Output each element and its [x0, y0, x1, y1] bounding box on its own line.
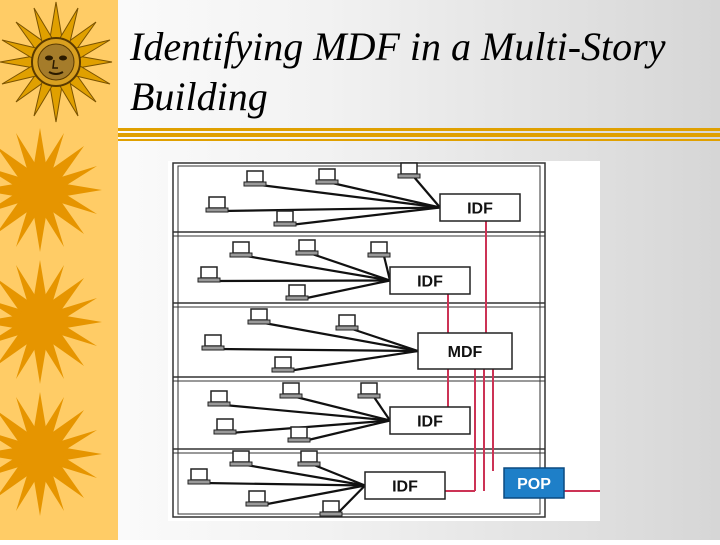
cable-line	[203, 481, 366, 487]
cable-line	[261, 484, 366, 507]
computer-icon	[279, 393, 303, 399]
pop-box	[503, 467, 565, 499]
cable-line	[287, 349, 419, 373]
computer-icon	[246, 170, 264, 183]
computer-icon	[274, 356, 292, 369]
cable-line	[259, 183, 441, 209]
pop-label: POP	[517, 476, 551, 493]
computer-icon	[273, 221, 297, 227]
wiring-closet-box	[364, 471, 446, 500]
cable-line	[223, 403, 391, 422]
cable-line	[303, 419, 391, 443]
cable-line	[217, 347, 419, 353]
sun-icon	[0, 392, 102, 516]
cable-line	[413, 176, 441, 209]
computer-icon	[271, 367, 295, 373]
slide-title: Identifying MDF in a Multi-Story Buildin…	[130, 24, 666, 119]
sun-icon	[0, 260, 102, 384]
computer-icon	[357, 393, 381, 399]
wiring-closet-label: IDF	[467, 201, 493, 218]
computer-icon	[216, 418, 234, 431]
wiring-closet-label: IDF	[417, 414, 443, 431]
computer-icon	[285, 295, 309, 301]
computer-icon	[208, 196, 226, 209]
cable-line	[221, 206, 441, 213]
computer-icon	[335, 325, 359, 331]
cable-line	[331, 181, 441, 209]
computer-icon	[229, 461, 253, 467]
computer-icon	[200, 266, 218, 279]
cable-line	[382, 255, 392, 281]
computer-icon	[400, 162, 418, 175]
title-divider	[118, 128, 720, 141]
wiring-closet-label: IDF	[392, 479, 418, 496]
cable-line	[229, 419, 391, 435]
computer-icon	[298, 239, 316, 252]
building-network-diagram: IDF IDF MDF IDF IDF POP	[168, 161, 600, 521]
wiring-closet-box	[417, 332, 513, 370]
cable-line	[301, 279, 391, 301]
computer-icon	[232, 241, 250, 254]
cable-line	[335, 484, 366, 516]
computer-icon	[397, 173, 421, 179]
computer-icon	[360, 382, 378, 395]
cable-line	[313, 463, 366, 487]
computer-icon	[201, 345, 225, 351]
computer-icon	[315, 179, 339, 185]
computer-icon	[232, 450, 250, 463]
computer-icon	[248, 490, 266, 503]
cable-line	[213, 279, 391, 283]
computer-icon	[213, 429, 237, 435]
building-outline-inner	[177, 165, 541, 515]
wiring-closet-label: IDF	[417, 274, 443, 291]
computer-icon	[250, 308, 268, 321]
computer-icon	[282, 382, 300, 395]
cable-line	[373, 396, 391, 422]
computer-icon	[297, 461, 321, 467]
computer-icon	[197, 277, 221, 283]
computer-icon	[210, 390, 228, 403]
computer-icon	[229, 252, 253, 258]
computer-icon	[318, 168, 336, 181]
computer-icon	[295, 250, 319, 256]
cable-line	[351, 327, 419, 353]
cable-line	[295, 395, 391, 422]
cable-line	[263, 321, 419, 353]
computer-icon	[322, 500, 340, 513]
computer-icon	[276, 210, 294, 223]
sun-face-icon	[0, 1, 113, 123]
wiring-closet-box	[389, 406, 471, 435]
computer-icon	[287, 437, 311, 443]
computer-icon	[338, 314, 356, 327]
computer-icon	[190, 468, 208, 481]
computer-icon	[243, 181, 267, 187]
cable-line	[245, 254, 391, 282]
decorative-side-bar	[0, 0, 118, 540]
computer-icon	[207, 401, 231, 407]
computer-icon	[288, 284, 306, 297]
computer-icon	[247, 319, 271, 325]
cable-line	[311, 252, 391, 282]
computer-icon	[290, 426, 308, 439]
wiring-closet-label: MDF	[448, 344, 483, 361]
wiring-closet-box	[389, 266, 471, 295]
computer-icon	[205, 207, 229, 213]
sun-icon	[0, 128, 102, 252]
computer-icon	[367, 252, 391, 258]
computer-icon	[187, 479, 211, 485]
computer-icon	[245, 501, 269, 507]
computer-icon	[370, 241, 388, 254]
cable-line	[289, 206, 441, 227]
cable-line	[245, 463, 366, 487]
building-outline	[172, 162, 546, 518]
wiring-closet-box	[439, 193, 521, 222]
computer-icon	[300, 450, 318, 463]
computer-icon	[204, 334, 222, 347]
computer-icon	[319, 511, 343, 517]
